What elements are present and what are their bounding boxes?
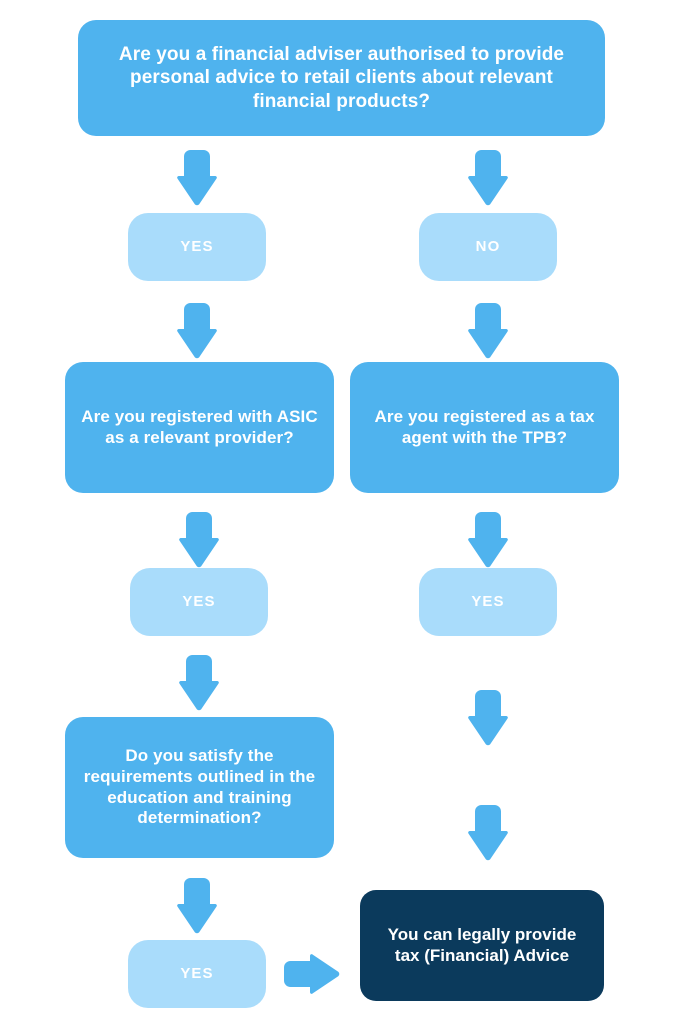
answer-box-yes-3[interactable]: YES bbox=[419, 568, 557, 636]
answer-box-no-1-label: NO bbox=[475, 237, 501, 255]
arrow-yes-1-to-q-asic bbox=[176, 303, 218, 359]
question-box-financial-adviser[interactable]: Are you a financial adviser authorised t… bbox=[78, 20, 605, 136]
arrow-q-asic-to-yes-2 bbox=[178, 512, 220, 568]
question-box-financial-adviser-label: Are you a financial adviser authorised t… bbox=[118, 44, 565, 112]
arrow-q-adviser-to-no-1 bbox=[467, 150, 509, 206]
result-box-legally-provide-advice[interactable]: You can legally provide tax (Financial) … bbox=[360, 890, 604, 1001]
arrow-yes-4-to-result bbox=[284, 953, 340, 995]
arrow-no-1-to-q-tpb bbox=[467, 303, 509, 359]
answer-box-yes-4[interactable]: YES bbox=[128, 940, 266, 1008]
question-box-tpb-registration-label: Are you registered as a tax agent with t… bbox=[374, 406, 595, 447]
answer-box-yes-4-label: YES bbox=[180, 964, 214, 982]
arrow-yes-3-down-upper bbox=[467, 690, 509, 746]
answer-box-yes-1[interactable]: YES bbox=[128, 213, 266, 281]
arrow-q-tpb-to-yes-3 bbox=[467, 512, 509, 568]
answer-box-yes-2-label: YES bbox=[182, 592, 216, 610]
result-box-legally-provide-advice-label: You can legally provide tax (Financial) … bbox=[387, 924, 577, 965]
arrow-q-adviser-to-yes-1 bbox=[176, 150, 218, 206]
answer-box-yes-2[interactable]: YES bbox=[130, 568, 268, 636]
arrow-yes-2-to-q-education bbox=[178, 655, 220, 711]
question-box-education-training-label: Do you satisfy the requirements outlined… bbox=[83, 746, 316, 828]
arrow-q-education-to-yes-4 bbox=[176, 878, 218, 934]
question-box-asic-registration-label: Are you registered with ASIC as a releva… bbox=[81, 406, 318, 447]
answer-box-no-1[interactable]: NO bbox=[419, 213, 557, 281]
question-box-education-training[interactable]: Do you satisfy the requirements outlined… bbox=[65, 717, 334, 858]
question-box-tpb-registration[interactable]: Are you registered as a tax agent with t… bbox=[350, 362, 619, 493]
arrow-yes-3-down-lower bbox=[467, 805, 509, 861]
question-box-asic-registration[interactable]: Are you registered with ASIC as a releva… bbox=[65, 362, 334, 493]
answer-box-yes-1-label: YES bbox=[180, 237, 214, 255]
answer-box-yes-3-label: YES bbox=[471, 592, 505, 610]
